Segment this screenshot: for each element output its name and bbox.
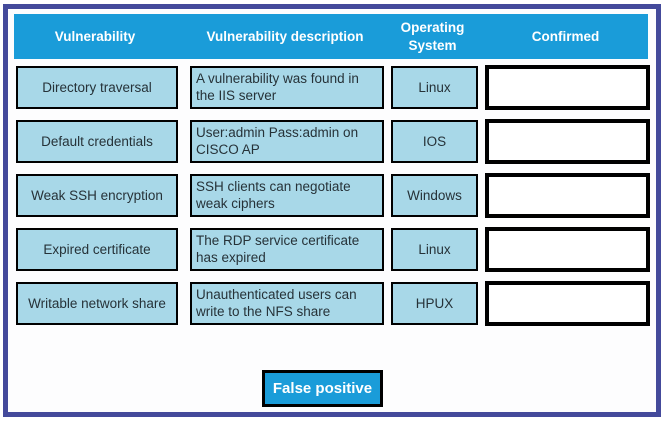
description-cell: The RDP service certificate has expired xyxy=(190,228,384,271)
vulnerability-cell: Expired certificate xyxy=(16,228,178,271)
table-header-row: Vulnerability Vulnerability description … xyxy=(14,14,648,59)
description-cell: A vulnerability was found in the IIS ser… xyxy=(190,66,384,109)
table-row: Expired certificate The RDP service cert… xyxy=(16,227,650,272)
os-cell: HPUX xyxy=(391,282,478,325)
table-row: Directory traversal A vulnerability was … xyxy=(16,65,650,110)
exam-panel: Vulnerability Vulnerability description … xyxy=(3,4,661,417)
confirmed-dropzone[interactable] xyxy=(485,281,650,326)
vulnerability-cell: Writable network share xyxy=(16,282,178,325)
table-row: Writable network share Unauthenticated u… xyxy=(16,281,650,326)
vulnerability-cell: Default credentials xyxy=(16,120,178,163)
false-positive-button[interactable]: False positive xyxy=(262,370,383,407)
description-cell: User:admin Pass:admin on CISCO AP xyxy=(190,120,384,163)
os-cell: Windows xyxy=(391,174,478,217)
os-cell: Linux xyxy=(391,66,478,109)
confirmed-dropzone[interactable] xyxy=(485,227,650,272)
table-body: Directory traversal A vulnerability was … xyxy=(16,65,650,336)
column-header-confirmed: Confirmed xyxy=(531,28,600,44)
table-row: Weak SSH encryption SSH clients can nego… xyxy=(16,173,650,218)
column-header-operating-system: Operating System xyxy=(400,19,465,53)
os-cell: IOS xyxy=(391,120,478,163)
table-row: Default credentials User:admin Pass:admi… xyxy=(16,119,650,164)
confirmed-dropzone[interactable] xyxy=(485,173,650,218)
vulnerability-cell: Directory traversal xyxy=(16,66,178,109)
os-cell: Linux xyxy=(391,228,478,271)
description-cell: Unauthenticated users can write to the N… xyxy=(190,282,384,325)
column-header-vulnerability-description: Vulnerability description xyxy=(206,28,364,44)
confirmed-dropzone[interactable] xyxy=(485,65,650,110)
confirmed-dropzone[interactable] xyxy=(485,119,650,164)
vulnerability-cell: Weak SSH encryption xyxy=(16,174,178,217)
column-header-vulnerability: Vulnerability xyxy=(54,28,136,44)
description-cell: SSH clients can negotiate weak ciphers xyxy=(190,174,384,217)
